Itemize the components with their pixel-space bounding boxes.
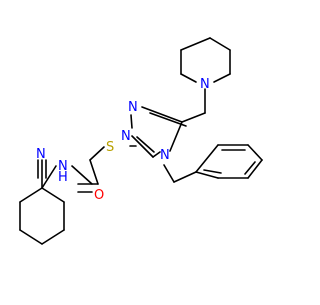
carbonyl-oxygen-label: O — [94, 188, 104, 203]
piperidine-nitrogen-label: N — [200, 77, 210, 92]
methylene-linker — [181, 88, 206, 123]
thioacetamide-chain — [71, 145, 137, 193]
cyclohexane-ring — [19, 187, 65, 245]
amide-hydrogen-label: H — [58, 170, 68, 185]
molecule-svg: N N N N S N H N O — [19, 37, 263, 245]
nitrile-nitrogen-label: N — [36, 147, 46, 162]
sulfur-atom-label: S — [106, 140, 114, 155]
amide-and-nitrile — [37, 159, 57, 189]
triazole-left-nitrogen-label: N — [121, 129, 131, 144]
triazole-ring — [130, 106, 187, 158]
piperidine-ring — [180, 37, 231, 83]
amide-nitrogen-label: N — [58, 159, 68, 174]
molecule-structure-diagram: N N N N S N H N O — [19, 37, 263, 245]
triazole-top-nitrogen-label: N — [128, 100, 138, 115]
benzyl-group — [163, 144, 263, 183]
triazole-ring-nitrogen-label: N — [160, 148, 170, 163]
